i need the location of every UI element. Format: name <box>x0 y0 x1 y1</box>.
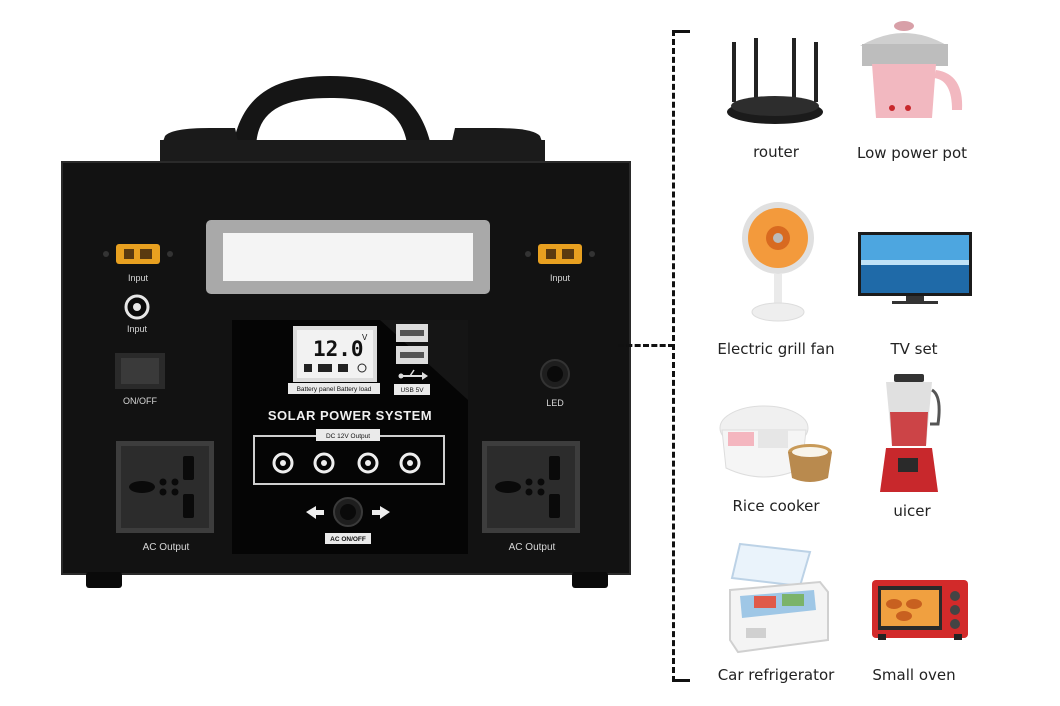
ac-outlet-right[interactable] <box>482 441 580 533</box>
input-right-label: Input <box>550 273 571 283</box>
dc-output-port-1[interactable] <box>272 452 294 474</box>
switch-label: ON/OFF <box>123 396 157 406</box>
lcd-voltage: 12.0 <box>313 337 364 361</box>
appliance-label-pot: Low power pot <box>856 144 968 162</box>
dc-caption: DC 12V Output <box>326 433 370 440</box>
foot-right <box>572 572 608 588</box>
pot-icon <box>860 21 963 118</box>
heater-fan-icon <box>742 202 814 322</box>
usb-ports[interactable] <box>396 324 428 364</box>
dc-round-input[interactable] <box>124 294 150 320</box>
juicer-icon <box>880 374 941 492</box>
system-title: SOLAR POWER SYSTEM <box>268 408 432 423</box>
led-button[interactable] <box>540 359 570 389</box>
usb-symbol-icon <box>398 369 428 380</box>
power-rocker-switch[interactable] <box>115 353 165 389</box>
appliance-label-car-fridge: Car refrigerator <box>717 666 835 684</box>
appliance-label-router: router <box>753 143 799 161</box>
ac-outlet-left[interactable] <box>116 441 214 533</box>
lcd-unit: V <box>362 333 368 342</box>
rice-cooker-icon <box>719 405 832 482</box>
lcd-display <box>293 326 377 382</box>
appliance-label-rice-cooker: Rice cooker <box>732 497 820 515</box>
appliance-label-juicer: uicer <box>893 502 931 520</box>
tv-icon <box>858 232 972 304</box>
carry-handle[interactable] <box>160 76 545 162</box>
light-window <box>206 220 490 294</box>
xt60-input-right[interactable] <box>525 244 595 264</box>
solar-power-station: Input Input Input ON/OFF LED 12.0 V Batt… <box>61 76 631 588</box>
appliance-label-oven: Small oven <box>872 666 956 684</box>
usb-caption: USB 5V <box>400 387 424 394</box>
oven-icon <box>872 580 968 640</box>
input-left-label: Input <box>128 273 149 283</box>
xt60-input-left[interactable] <box>103 244 173 264</box>
router-icon <box>727 38 823 124</box>
ac-switch-label: AC ON/OFF <box>330 536 366 543</box>
arrow-left-icon <box>306 506 324 519</box>
ac-output-left-label: AC Output <box>143 542 190 553</box>
ac-power-button[interactable] <box>333 497 363 527</box>
input-round-label: Input <box>127 324 148 334</box>
lcd-caption: Battery panel Battery load <box>297 386 372 393</box>
arrow-right-icon <box>372 506 390 519</box>
foot-left <box>86 572 122 588</box>
dc-output-port-3[interactable] <box>357 452 379 474</box>
appliance-label-fan: Electric grill fan <box>717 340 835 358</box>
car-fridge-icon <box>729 542 829 654</box>
ac-output-right-label: AC Output <box>509 542 556 553</box>
appliance-label-tv: TV set <box>890 340 938 358</box>
led-label: LED <box>546 398 564 408</box>
dc-output-port-4[interactable] <box>399 452 421 474</box>
dc-output-port-2[interactable] <box>313 452 335 474</box>
